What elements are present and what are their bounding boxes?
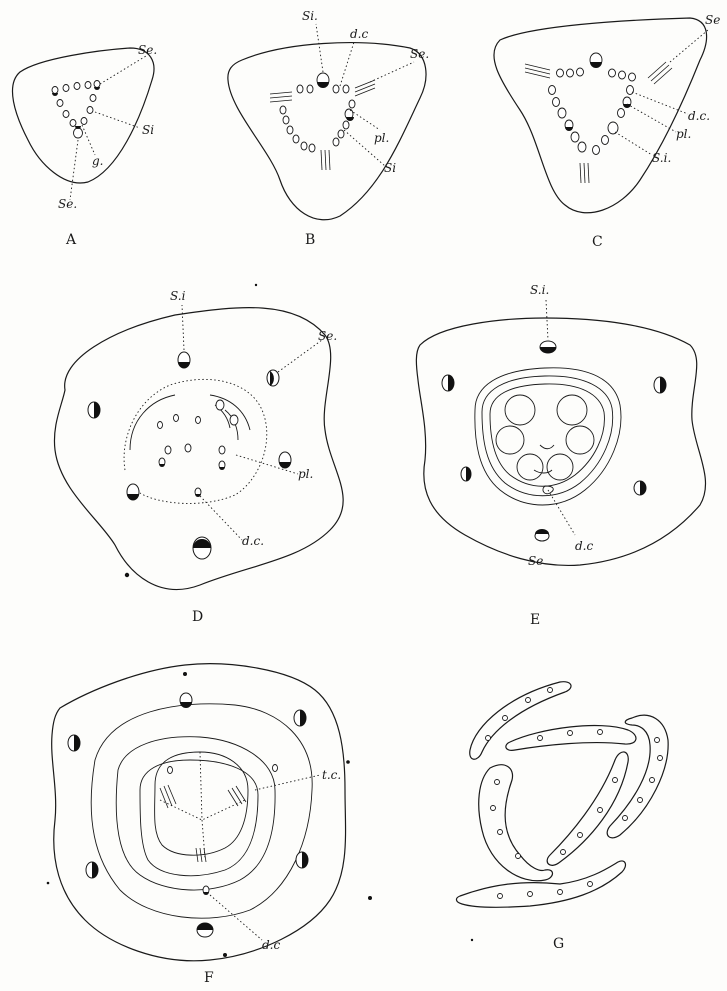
- figure-a-label-se-bottom: Se.: [58, 197, 77, 211]
- figure-e-outline: [416, 318, 705, 565]
- figure-a-label-g: g.: [92, 154, 104, 168]
- figure-g-segment-bottom: [456, 861, 625, 907]
- figure-b: Si. d.c Se. pl. Si B: [228, 9, 429, 248]
- figure-c-label-si: S.i.: [652, 151, 671, 165]
- figure-f: t.c. d.c F: [52, 664, 372, 986]
- figure-e-stele: [475, 368, 621, 505]
- figure-a-caption: A: [65, 232, 77, 248]
- figure-c: Se d.c. pl. S.i. C: [494, 13, 720, 250]
- figure-d: S.i Se. pl. d.c. D: [54, 289, 343, 625]
- figure-f-outline: [52, 664, 346, 961]
- figure-d-cortical-bundles: [88, 352, 291, 559]
- figure-g-segment-left: [479, 765, 553, 881]
- figure-d-dot: [125, 573, 129, 577]
- figure-e: S.i. d.c Se E: [416, 283, 705, 628]
- figure-b-label-dc: d.c: [350, 27, 368, 41]
- figure-b-label-si-lower: Si: [384, 161, 396, 175]
- figure-f-label-dc: d.c: [262, 938, 280, 952]
- figure-e-caption: E: [530, 612, 540, 628]
- figure-f-caption: F: [204, 970, 214, 986]
- figure-g-segment-right: [607, 715, 668, 838]
- figure-a-outline: [12, 48, 153, 183]
- figure-d-stele: [124, 379, 267, 503]
- figure-b-outline: [228, 43, 426, 220]
- figure-g-segment-right-top: [506, 726, 636, 751]
- figure-g-caption: G: [553, 936, 564, 952]
- figure-c-outline: [494, 18, 707, 213]
- figure-c-label-pl: pl.: [676, 127, 691, 141]
- figure-g-segment-top: [470, 682, 571, 760]
- figure-b-bundles: [270, 73, 375, 170]
- figure-b-caption: B: [305, 232, 315, 248]
- figure-a: Se. Si g. Se. A: [12, 43, 157, 248]
- figure-f-cortical-bundles: [68, 693, 308, 937]
- figure-b-label-pl: pl.: [374, 131, 389, 145]
- figure-b-label-si: Si.: [302, 9, 318, 23]
- figure-a-bundles: [52, 81, 100, 139]
- figure-a-label-se-top: Se.: [138, 43, 157, 57]
- figure-d-caption: D: [192, 609, 203, 625]
- figure-c-label-se: Se: [705, 13, 720, 27]
- figure-e-cortical-bundles: [442, 341, 666, 541]
- figure-d-label-si: S.i: [170, 289, 186, 303]
- figure-c-caption: C: [592, 234, 603, 250]
- figure-b-label-se: Se.: [410, 47, 429, 61]
- figure-d-label-se: Se.: [318, 329, 337, 343]
- figure-c-label-dc: d.c.: [688, 109, 710, 123]
- figure-d-label-dc: d.c.: [242, 534, 264, 548]
- figure-g-segment-center: [547, 752, 628, 865]
- figure-f-label-tc: t.c.: [322, 768, 341, 782]
- figure-e-label-se: Se: [528, 554, 543, 568]
- figure-g: G: [456, 682, 668, 952]
- figure-e-label-si: S.i.: [530, 283, 549, 297]
- figure-d-label-pl: pl.: [298, 467, 313, 481]
- figure-a-label-si: Si: [142, 123, 154, 137]
- figure-e-label-dc: d.c: [575, 539, 593, 553]
